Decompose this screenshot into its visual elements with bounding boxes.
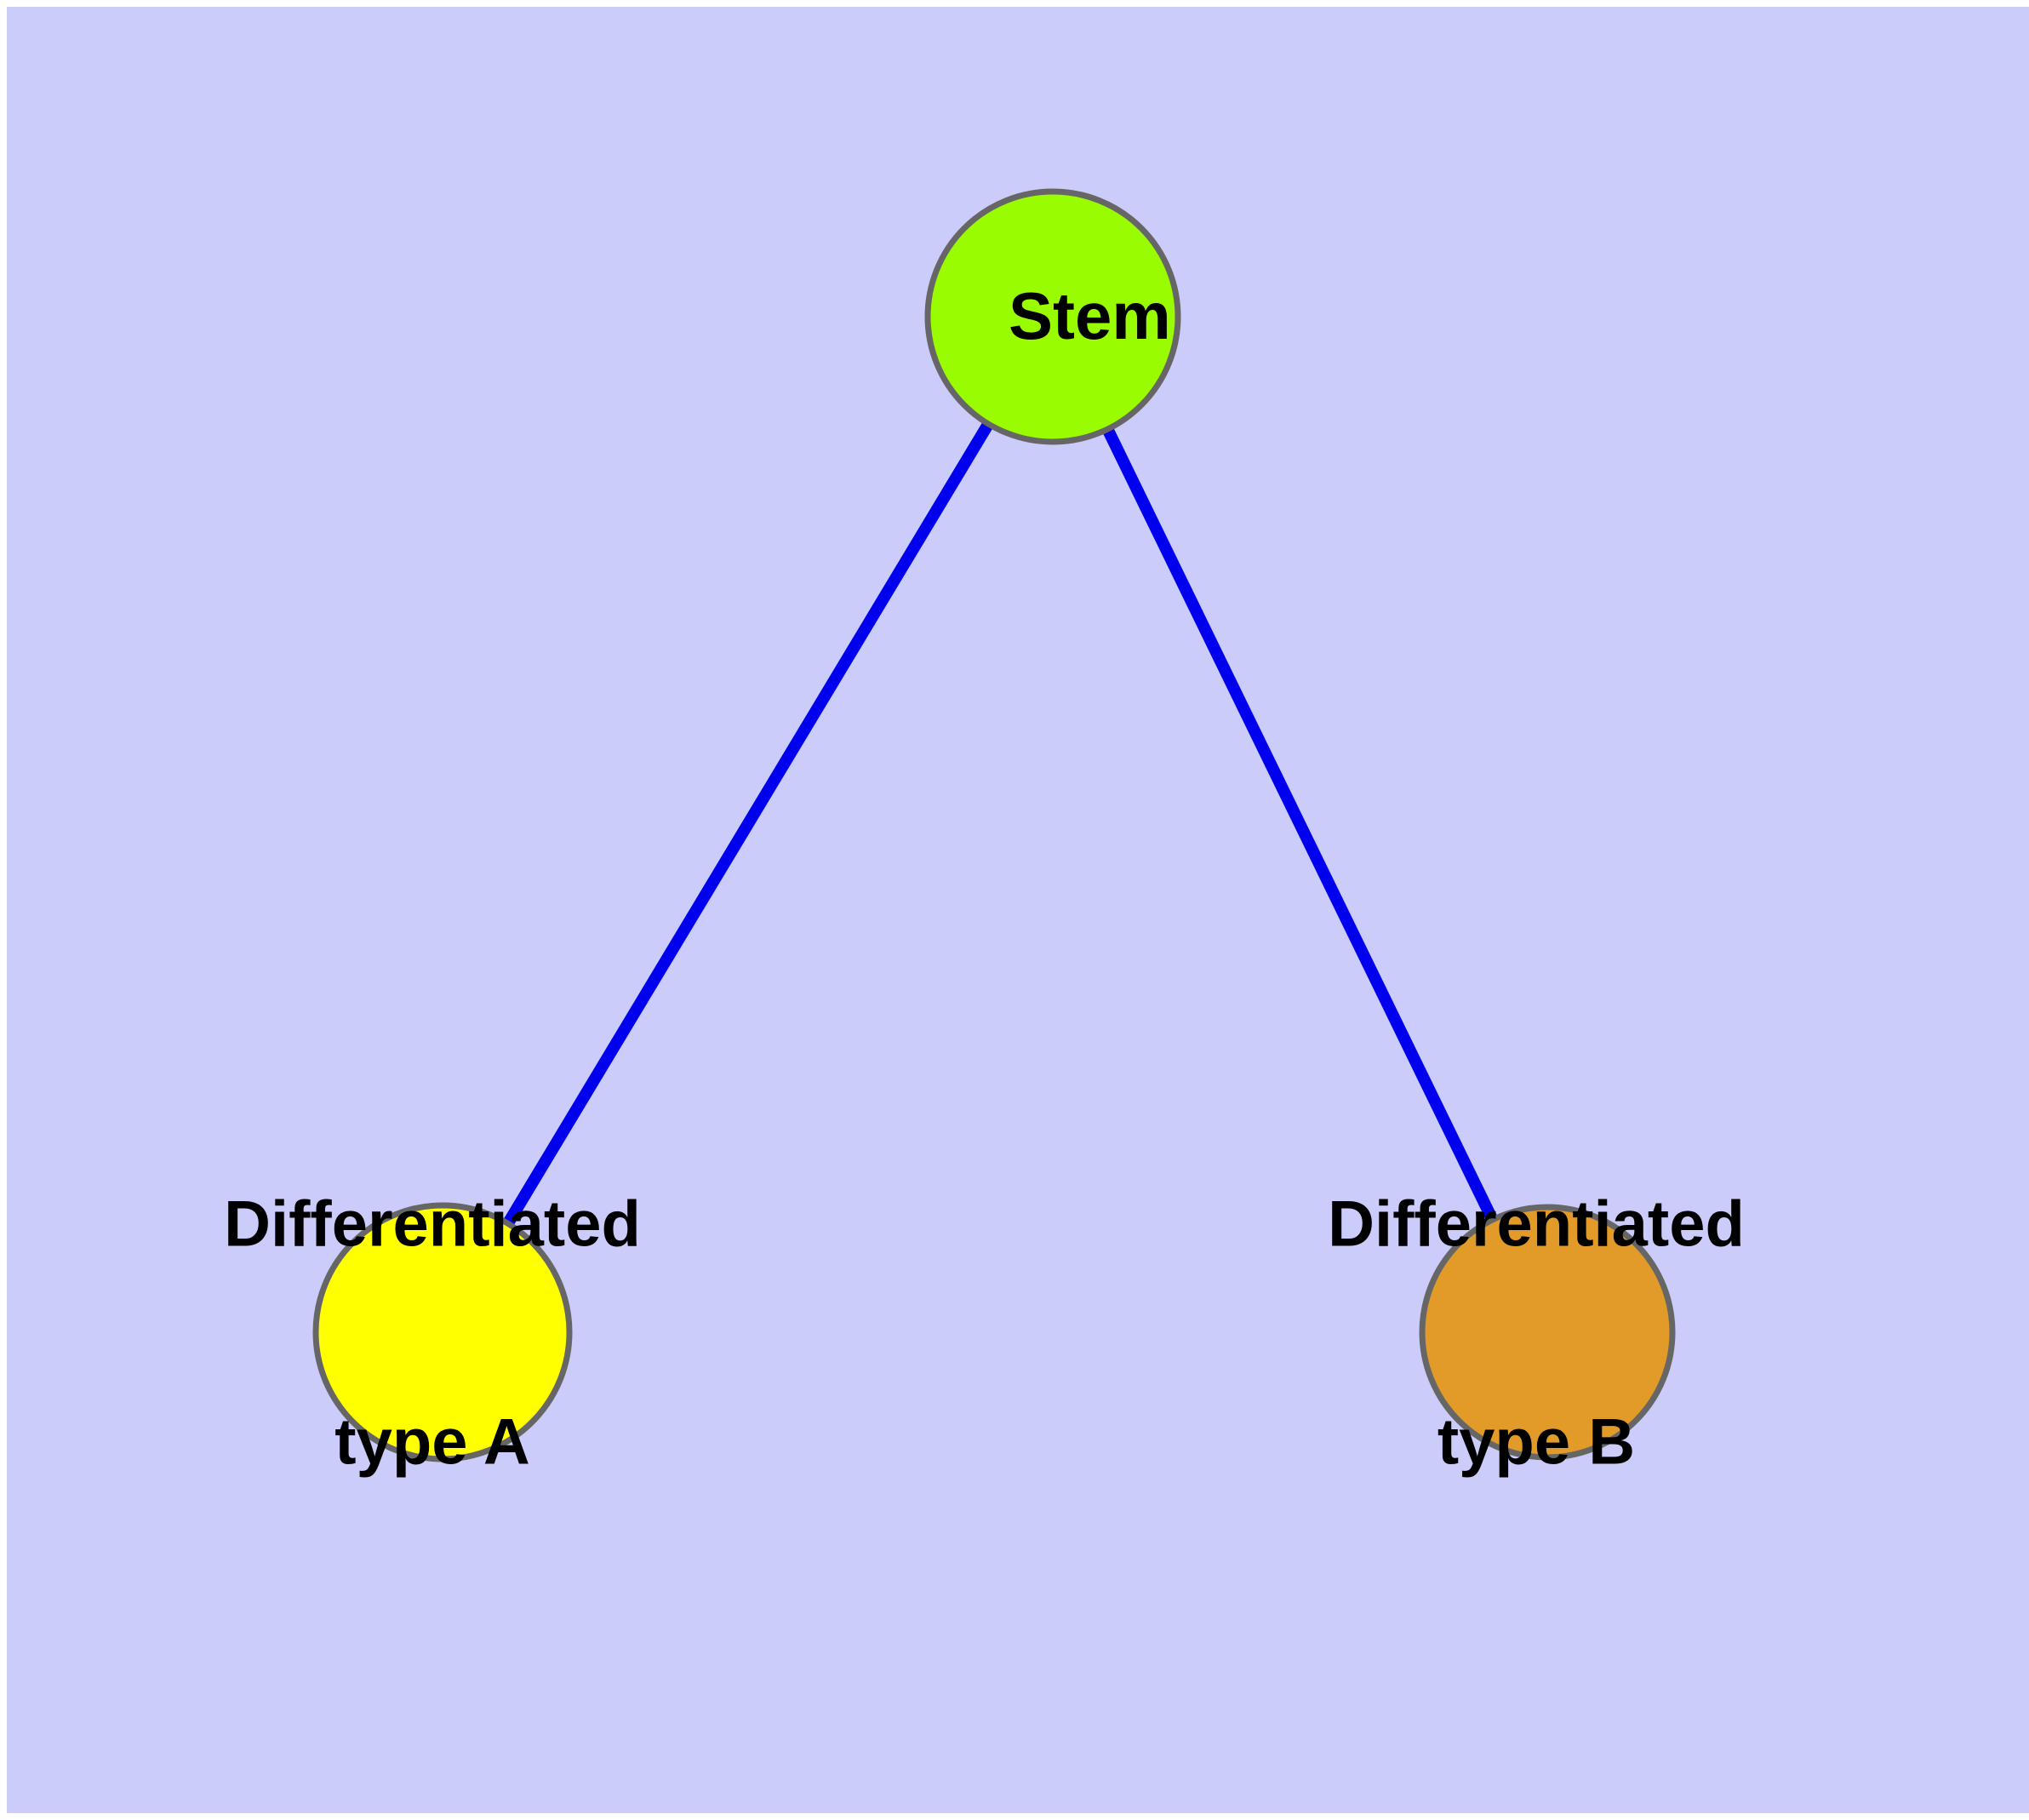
node-layer (312, 188, 1676, 1462)
node-differentiated-type-b[interactable] (1419, 1204, 1676, 1461)
edge-layer (437, 313, 1553, 1336)
node-stem[interactable] (924, 188, 1181, 445)
edge-stem-to-differentiated-type-a[interactable] (437, 313, 1058, 1336)
edge-stem-to-differentiated-type-b[interactable] (1047, 313, 1553, 1336)
node-differentiated-type-a[interactable] (312, 1202, 573, 1462)
